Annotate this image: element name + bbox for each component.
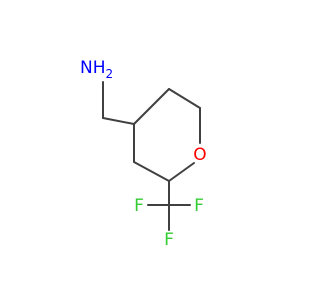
fluorine-label-left: F [134,196,144,216]
amine-label: NH2 [80,58,113,81]
bond-c4-c5 [133,88,170,125]
bond-ch2-c4 [102,117,135,125]
oxygen-label: O [193,145,206,165]
bonds [102,81,201,231]
amine-symbol: NH [80,58,106,78]
bond-c5-c6 [168,88,201,109]
fluorine-label-right: F [194,196,204,216]
fluorine-label-bottom: F [164,230,174,250]
bond-c2-c3 [133,161,170,182]
amine-subscript: 2 [106,67,114,81]
bond-o-c2 [168,162,195,182]
structure-canvas: NH2 O F F F [80,58,207,250]
